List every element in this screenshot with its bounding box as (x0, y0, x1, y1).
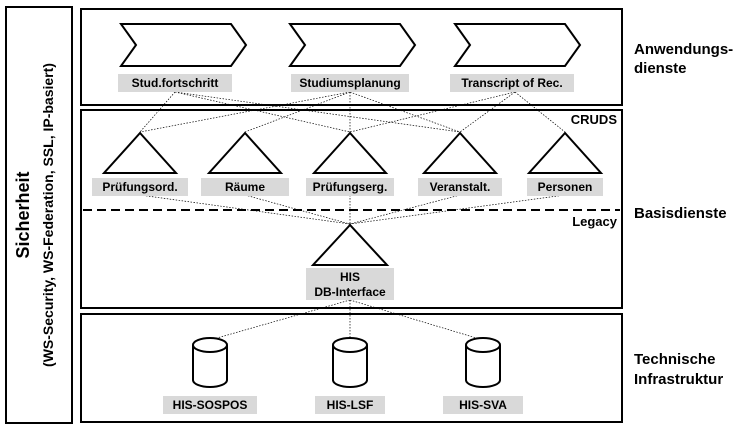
base-service-veranstalt: Veranstalt. (418, 131, 502, 196)
application-layer-label-line1: Anwendungs- (634, 41, 733, 58)
database-his-sva: HIS-SVA (443, 337, 523, 414)
cruds-label: CRUDS (571, 112, 618, 127)
database-cylinder-icon (465, 337, 501, 388)
service-label-box (527, 178, 603, 196)
service-triangle-icon (101, 131, 179, 174)
security-panel (5, 6, 73, 424)
base-layer-label: Basisdienste (634, 205, 727, 222)
base-service-pruefungsord: Prüfungsord. (92, 131, 188, 196)
security-title: Sicherheit (13, 171, 33, 258)
application-service-stud-fortschritt: Stud.fortschritt (118, 23, 248, 92)
database-label-box (163, 396, 257, 414)
service-label: Räume (225, 180, 265, 194)
interface-label-box (306, 268, 394, 300)
application-layer-label-line2: dienste (634, 60, 687, 77)
interface-label-line2: DB-Interface (314, 285, 386, 299)
infrastructure-layer-label-line1: Technische (634, 351, 715, 368)
service-label: Prüfungsord. (102, 180, 177, 194)
legacy-label: Legacy (572, 214, 618, 229)
service-label-box (306, 178, 394, 196)
service-triangle-icon (526, 131, 604, 174)
service-label: Veranstalt. (430, 180, 491, 194)
process-chevron-icon (453, 23, 582, 67)
service-label: Studiumsplanung (299, 76, 400, 90)
application-service-transcript: Transcript of Rec. (450, 23, 582, 92)
service-triangle-icon (206, 131, 284, 174)
service-label-box (450, 74, 574, 92)
service-label-box (118, 74, 232, 92)
database-label: HIS-LSF (327, 398, 374, 412)
application-service-studiumsplanung: Studiumsplanung (288, 23, 417, 92)
service-label-box (201, 178, 289, 196)
interface-triangle-icon (310, 223, 390, 266)
service-triangle-icon (311, 131, 389, 174)
database-cylinder-icon (192, 337, 228, 388)
base-service-raeume: Räume (201, 131, 289, 196)
service-label: Transcript of Rec. (461, 76, 562, 90)
database-label: HIS-SOSPOS (173, 398, 248, 412)
his-db-interface: HIS DB-Interface (306, 223, 394, 300)
interface-label-line1: HIS (340, 270, 360, 284)
process-chevron-icon (288, 23, 417, 67)
service-label: Personen (538, 180, 593, 194)
service-triangle-icon (421, 131, 499, 174)
service-label: Prüfungserg. (313, 180, 388, 194)
security-subtitle: (WS-Security, WS-Federation, SSL, IP-bas… (40, 63, 56, 367)
service-label-box (291, 74, 409, 92)
base-service-personen: Personen (526, 131, 604, 196)
database-cylinder-icon (332, 337, 368, 388)
infrastructure-connections (209, 299, 484, 341)
application-connections (139, 91, 566, 133)
database-label: HIS-SVA (459, 398, 507, 412)
base-service-pruefungserg: Prüfungserg. (306, 131, 394, 196)
service-label: Stud.fortschritt (132, 76, 219, 90)
infrastructure-layer-label-line2: Infrastruktur (634, 371, 723, 388)
service-label-box (418, 178, 502, 196)
process-chevron-icon (119, 23, 248, 67)
service-label-box (92, 178, 188, 196)
database-his-lsf: HIS-LSF (315, 337, 385, 414)
database-label-box (315, 396, 385, 414)
database-his-sospos: HIS-SOSPOS (163, 337, 257, 414)
database-label-box (443, 396, 523, 414)
